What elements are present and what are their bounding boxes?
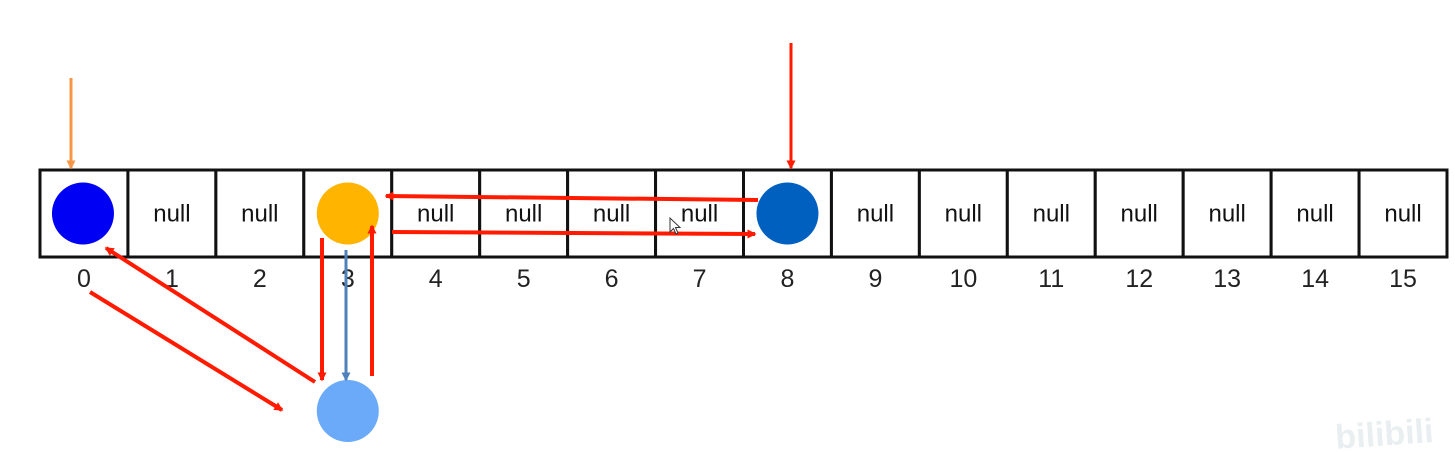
link-lower-to-0-arrow bbox=[104, 246, 317, 384]
links bbox=[66, 43, 796, 412]
array-cell-12: null bbox=[1093, 168, 1185, 259]
array-cell-9: null bbox=[829, 168, 921, 259]
array-cell-11: null bbox=[1005, 168, 1097, 259]
array-cell-4: null bbox=[390, 168, 482, 259]
array-cell-13: null bbox=[1181, 168, 1273, 259]
index-label-12: 12 bbox=[1125, 265, 1153, 293]
cell-null-label: null bbox=[681, 201, 718, 228]
index-label-13: 13 bbox=[1213, 265, 1241, 293]
node-8-circle bbox=[756, 182, 819, 245]
cell-null-label: null bbox=[417, 201, 454, 228]
cell-null-label: null bbox=[1208, 201, 1245, 228]
array-cell-14: null bbox=[1269, 168, 1361, 259]
link-0-to-lower-arrow bbox=[88, 290, 284, 412]
cell-null-label: null bbox=[505, 201, 542, 228]
array-cell-2: null bbox=[214, 168, 306, 259]
cell-null-label: null bbox=[1033, 201, 1070, 228]
nodes bbox=[51, 182, 819, 442]
watermark-logo: bilibili bbox=[1334, 412, 1435, 452]
index-label-8: 8 bbox=[781, 265, 795, 293]
cursor-icon bbox=[669, 216, 682, 235]
cell-null-label: null bbox=[945, 201, 982, 228]
index-label-7: 7 bbox=[693, 265, 707, 293]
index-label-6: 6 bbox=[605, 265, 619, 293]
cell-null-label: null bbox=[1296, 201, 1333, 228]
array-cells: null null null null null null null null null null… bbox=[38, 168, 1449, 259]
index-label-5: 5 bbox=[517, 265, 531, 293]
link-3-to-8-arrow bbox=[391, 229, 757, 239]
index-label-11: 11 bbox=[1038, 265, 1064, 293]
cell-null-label: null bbox=[241, 201, 278, 228]
cell-null-label: null bbox=[1384, 201, 1421, 228]
cell-null-label: null bbox=[593, 201, 630, 228]
array-cell-7: null bbox=[654, 168, 745, 259]
link-8-to-3-arrow bbox=[384, 191, 759, 202]
array-cell-6: null bbox=[566, 168, 658, 259]
index-label-10: 10 bbox=[949, 265, 977, 293]
array-cell-1: null bbox=[126, 168, 218, 259]
cell-null-label: null bbox=[857, 201, 894, 228]
index-label-0: 0 bbox=[77, 265, 91, 293]
index-label-14: 14 bbox=[1301, 265, 1329, 293]
array-cell-15: null bbox=[1357, 168, 1449, 259]
array-cell-5: null bbox=[478, 168, 570, 259]
index-label-2: 2 bbox=[253, 265, 267, 293]
index-label-9: 9 bbox=[868, 265, 882, 293]
index-label-3: 3 bbox=[341, 265, 355, 293]
node-3-circle bbox=[316, 182, 379, 245]
node-below-3-circle bbox=[316, 380, 379, 442]
cell-null-label: null bbox=[153, 201, 190, 228]
index-label-4: 4 bbox=[429, 265, 443, 293]
cell-null-label: null bbox=[1121, 201, 1158, 228]
array-cell-10: null bbox=[917, 168, 1009, 259]
index-label-15: 15 bbox=[1389, 265, 1417, 293]
node-0-circle bbox=[51, 182, 114, 245]
